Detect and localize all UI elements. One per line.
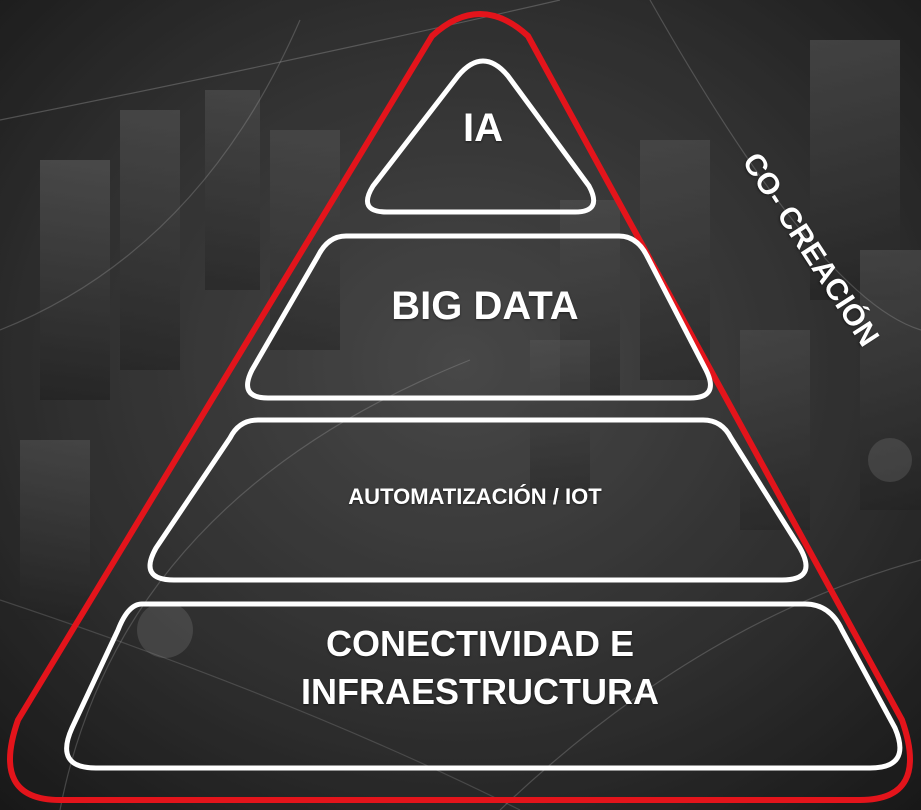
co-creacion-outline xyxy=(7,11,913,803)
tier-conectividad-label: CONECTIVIDAD E INFRAESTRUCTURA xyxy=(301,623,659,712)
tier-automatizacion-shape xyxy=(147,417,809,583)
tier-automatizacion-label: AUTOMATIZACIÓN / IOT xyxy=(348,484,602,509)
tier-ia-shape xyxy=(364,58,597,215)
tier-bigdata-label: BIG DATA xyxy=(391,284,579,328)
tier-conectividad-shape xyxy=(64,601,903,771)
tier-bigdata-shape xyxy=(245,233,713,401)
tier-ia-label: IA xyxy=(463,106,503,150)
